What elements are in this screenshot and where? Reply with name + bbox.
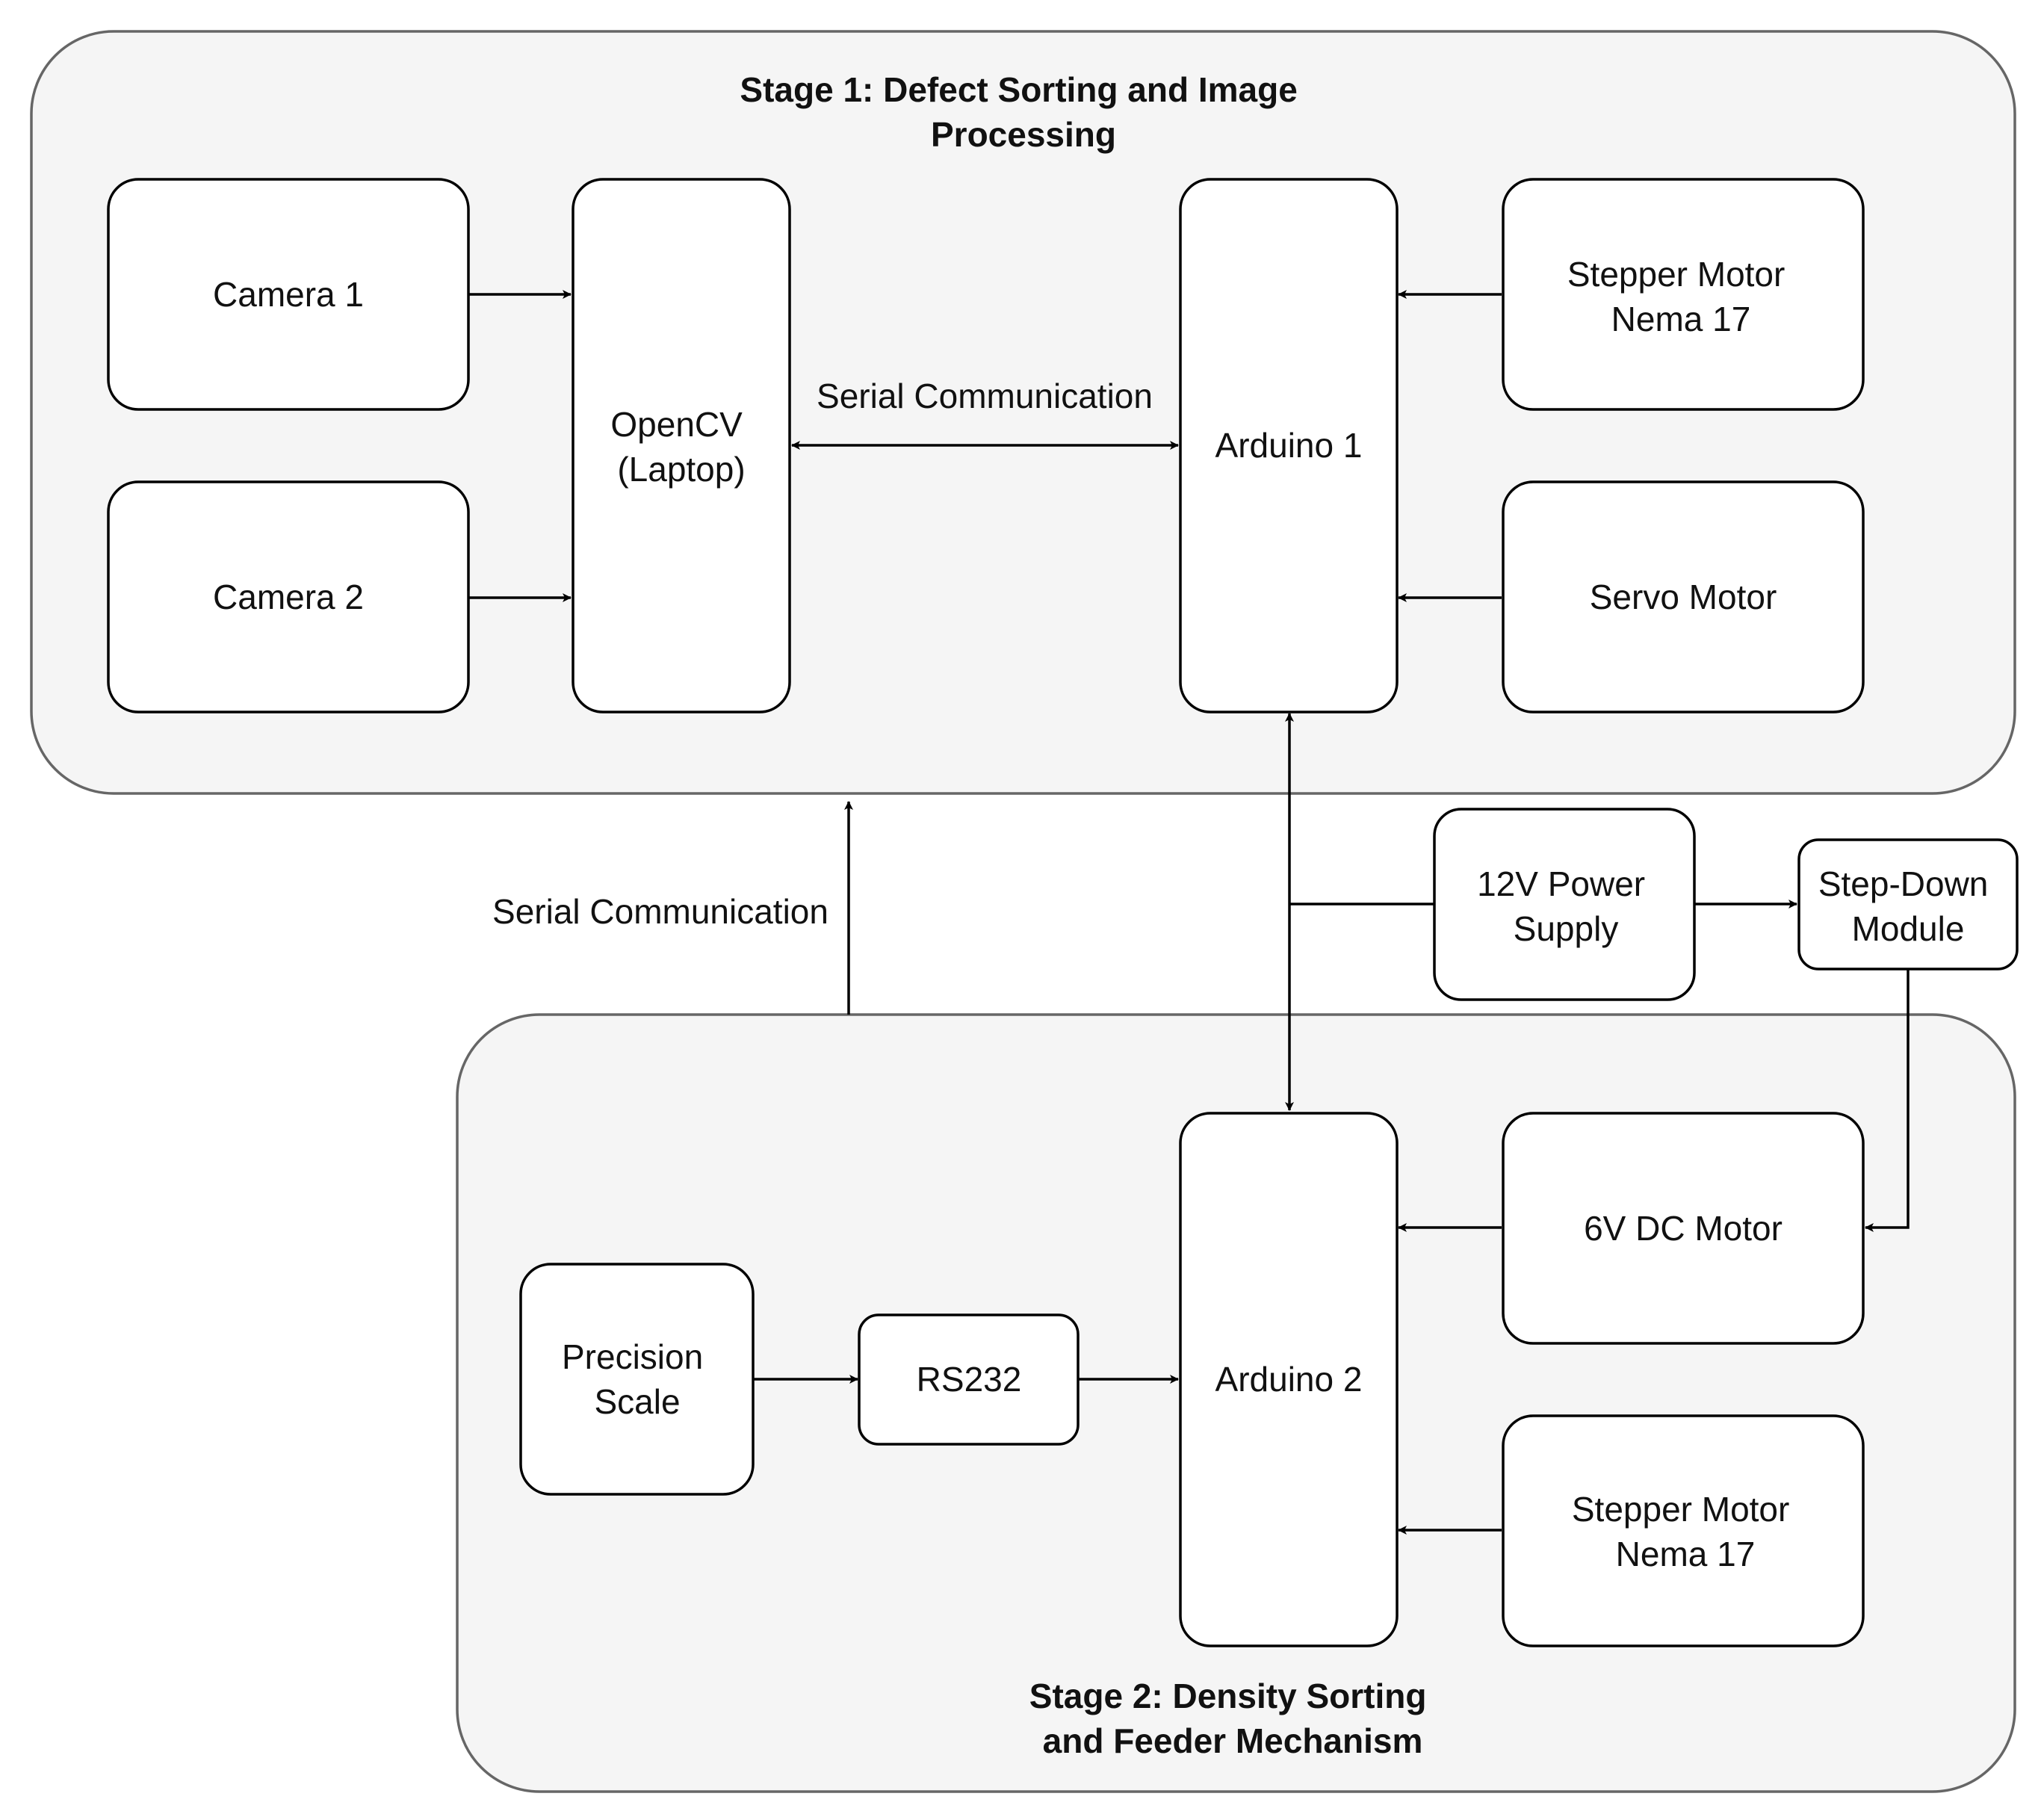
arduino-1-label: Arduino 1 <box>1215 426 1363 465</box>
step-down-module-node: Step-Down Module <box>1797 838 2019 971</box>
stepper-motor-1-label: Stepper Motor Nema 17 <box>1567 255 1794 338</box>
dc-motor-label: 6V DC Motor <box>1584 1209 1783 1248</box>
stepper-2-label-line: Stepper Motor <box>1572 1490 1789 1529</box>
power-supply-label: 12V Power Supply <box>1477 864 1655 948</box>
servo-motor-node: Servo Motor <box>1502 480 1865 714</box>
stage1-title: Stage 1: Defect Sorting and Image Proces… <box>740 70 1307 154</box>
opencv-label-line: (Laptop) <box>617 450 745 489</box>
power-supply-label-line: Supply <box>1514 909 1619 948</box>
opencv-laptop-node: OpenCV (Laptop) <box>572 178 791 714</box>
stepper-1-label-line: Stepper Motor <box>1567 255 1785 294</box>
precision-scale-node: Precision Scale <box>519 1263 755 1496</box>
serial-communication-label: Serial Communication <box>817 377 1153 415</box>
stepper-motor-2-label: Stepper Motor Nema 17 <box>1572 1490 1799 1573</box>
stepper-1-label-line: Nema 17 <box>1611 300 1751 338</box>
stepper-2-label-line: Nema 17 <box>1616 1535 1756 1573</box>
camera-1-label: Camera 1 <box>213 275 364 314</box>
step-down-label-line: Step-Down <box>1818 864 1989 903</box>
precision-scale-label-line: Scale <box>594 1382 680 1421</box>
stage2-title-line: and Feeder Mechanism <box>1043 1721 1423 1760</box>
stepper-motor-1-node: Stepper Motor Nema 17 <box>1502 178 1865 411</box>
rs232-label: RS232 <box>917 1360 1022 1399</box>
stage1-title-line: Processing <box>931 115 1116 154</box>
dc-motor-node: 6V DC Motor <box>1502 1112 1865 1345</box>
opencv-laptop-label: OpenCV (Laptop) <box>610 405 752 489</box>
stage1-title-line: Stage 1: Defect Sorting and Image <box>740 70 1297 109</box>
arduino-2-node: Arduino 2 <box>1179 1112 1399 1647</box>
serial-communication-label: Serial Communication <box>492 892 829 931</box>
arduino-2-label: Arduino 2 <box>1215 1360 1363 1399</box>
arduino-1-node: Arduino 1 <box>1179 178 1399 714</box>
stage2-title-line: Stage 2: Density Sorting <box>1029 1677 1427 1715</box>
edge-stepdown-dcmotor <box>1865 969 1910 1232</box>
power-supply-node: 12V Power Supply <box>1433 808 1696 1001</box>
camera-1-node: Camera 1 <box>107 178 470 411</box>
power-supply-label-line: 12V Power <box>1477 864 1645 903</box>
connectors <box>468 290 1910 1535</box>
servo-motor-label: Servo Motor <box>1590 578 1777 616</box>
stage2-title: Stage 2: Density Sorting and Feeder Mech… <box>1029 1677 1436 1760</box>
step-down-label-line: Module <box>1852 909 1965 948</box>
precision-scale-label-line: Precision <box>562 1337 703 1376</box>
precision-scale-label: Precision Scale <box>562 1337 713 1421</box>
step-down-module-label: Step-Down Module <box>1818 864 1998 948</box>
camera-2-label: Camera 2 <box>213 578 364 616</box>
camera-2-node: Camera 2 <box>107 480 470 714</box>
opencv-label-line: OpenCV <box>610 405 743 444</box>
rs232-node: RS232 <box>858 1313 1080 1446</box>
stepper-motor-2-node: Stepper Motor Nema 17 <box>1502 1414 1865 1647</box>
